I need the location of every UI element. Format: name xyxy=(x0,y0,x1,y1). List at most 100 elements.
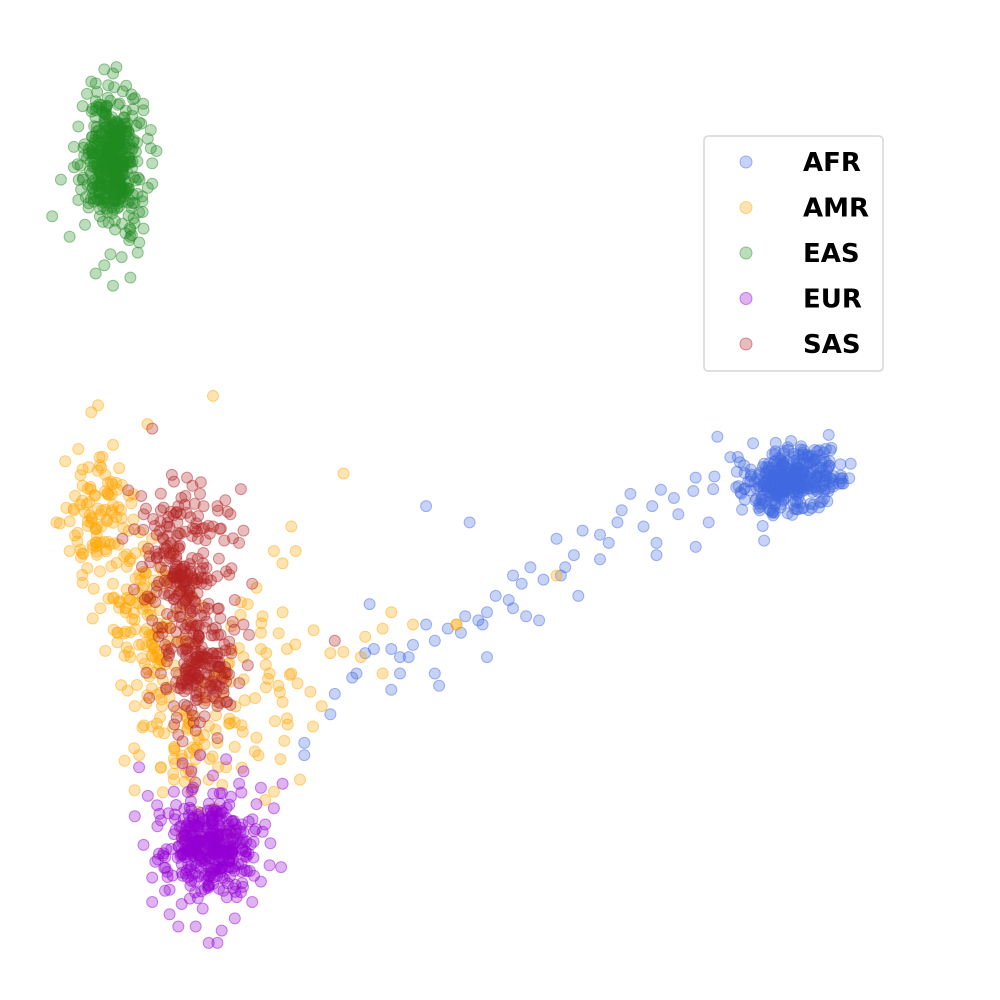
data-point-amr xyxy=(223,656,236,669)
data-point-amr xyxy=(229,700,242,713)
data-point-eas xyxy=(89,104,102,117)
data-point-afr xyxy=(796,476,809,488)
data-point-afr xyxy=(803,467,816,480)
data-point-sas xyxy=(140,666,153,679)
data-point-afr xyxy=(808,477,821,490)
data-point-eur xyxy=(225,845,238,858)
data-point-amr xyxy=(274,753,287,766)
data-point-eur xyxy=(209,845,222,858)
data-point-amr xyxy=(273,686,286,699)
data-point-afr xyxy=(774,476,787,489)
data-point-eas xyxy=(103,155,116,168)
data-point-afr xyxy=(777,456,790,468)
data-point-amr xyxy=(154,686,167,699)
data-point-afr xyxy=(803,479,816,492)
data-point-afr xyxy=(810,460,823,473)
data-point-eas xyxy=(98,148,111,161)
data-point-eas xyxy=(122,176,135,189)
data-point-sas xyxy=(243,628,255,641)
data-point-afr xyxy=(777,459,790,472)
data-point-eas xyxy=(80,152,93,165)
data-point-eur xyxy=(175,819,188,832)
data-point-eur xyxy=(208,864,221,877)
data-point-afr xyxy=(794,471,807,484)
data-point-afr xyxy=(797,463,810,476)
data-point-amr xyxy=(337,467,350,480)
data-point-afr xyxy=(791,474,804,487)
data-point-amr xyxy=(118,649,131,662)
data-point-eas xyxy=(110,173,123,186)
data-point-eas xyxy=(122,196,134,209)
data-point-eur xyxy=(223,798,236,811)
data-point-amr xyxy=(67,504,80,517)
data-point-afr xyxy=(758,534,771,547)
data-point-eas xyxy=(106,183,119,196)
data-point-sas xyxy=(194,645,207,658)
data-point-eas xyxy=(84,140,97,153)
data-point-eur xyxy=(215,924,228,937)
data-point-afr xyxy=(441,622,454,635)
data-point-eur xyxy=(165,843,178,855)
data-point-eur xyxy=(207,847,220,860)
data-point-sas xyxy=(221,695,234,708)
data-point-eas xyxy=(71,158,84,171)
data-point-amr xyxy=(259,681,272,694)
data-point-eur xyxy=(217,836,230,849)
data-point-eas xyxy=(96,127,109,140)
data-point-eur xyxy=(193,816,206,829)
data-point-eas xyxy=(121,117,134,130)
data-point-afr xyxy=(801,451,814,464)
data-point-afr xyxy=(796,466,809,478)
legend-label-eas: EAS xyxy=(803,239,860,269)
data-point-amr xyxy=(281,712,293,725)
data-point-afr xyxy=(792,461,805,474)
data-point-afr xyxy=(786,475,799,488)
data-point-amr xyxy=(203,753,216,765)
data-point-eur xyxy=(181,845,194,858)
data-point-eas xyxy=(86,102,99,115)
data-point-afr xyxy=(822,461,835,474)
data-point-eas xyxy=(102,132,115,145)
data-point-amr xyxy=(153,604,166,617)
data-point-sas xyxy=(164,622,177,635)
data-point-eur xyxy=(226,846,239,859)
data-point-afr xyxy=(836,472,849,485)
data-point-sas xyxy=(153,575,165,588)
data-point-amr xyxy=(122,524,135,537)
data-point-afr xyxy=(756,520,769,532)
data-point-eas xyxy=(92,130,105,143)
data-point-amr xyxy=(254,626,267,639)
data-point-afr xyxy=(747,437,760,450)
data-point-amr xyxy=(150,717,163,730)
data-point-eas xyxy=(94,167,107,180)
data-point-eas xyxy=(106,165,119,178)
data-point-amr xyxy=(167,721,180,734)
data-point-eas xyxy=(107,150,120,163)
data-point-afr xyxy=(801,449,814,461)
data-point-amr xyxy=(263,667,276,680)
data-point-afr xyxy=(524,561,537,574)
data-point-afr xyxy=(775,483,788,496)
data-point-amr xyxy=(186,638,199,651)
data-point-eur xyxy=(213,882,225,895)
data-point-afr xyxy=(789,466,802,479)
data-point-afr xyxy=(777,447,790,460)
data-point-eur xyxy=(190,843,203,856)
data-point-amr xyxy=(141,689,154,702)
data-point-eas xyxy=(89,95,102,108)
data-point-eur xyxy=(183,842,196,855)
data-point-eur xyxy=(207,836,220,849)
data-point-eas xyxy=(102,131,115,144)
data-point-amr xyxy=(117,522,130,534)
data-point-eur xyxy=(210,861,223,874)
data-point-eur xyxy=(193,834,206,847)
data-point-amr xyxy=(141,591,154,604)
data-point-afr xyxy=(823,455,836,468)
data-point-sas xyxy=(237,524,250,537)
data-point-eur xyxy=(189,833,201,846)
data-point-amr xyxy=(134,574,147,586)
data-point-eas xyxy=(127,134,140,147)
data-point-eas xyxy=(102,196,114,209)
data-point-sas xyxy=(193,685,206,698)
data-point-amr xyxy=(118,627,131,640)
